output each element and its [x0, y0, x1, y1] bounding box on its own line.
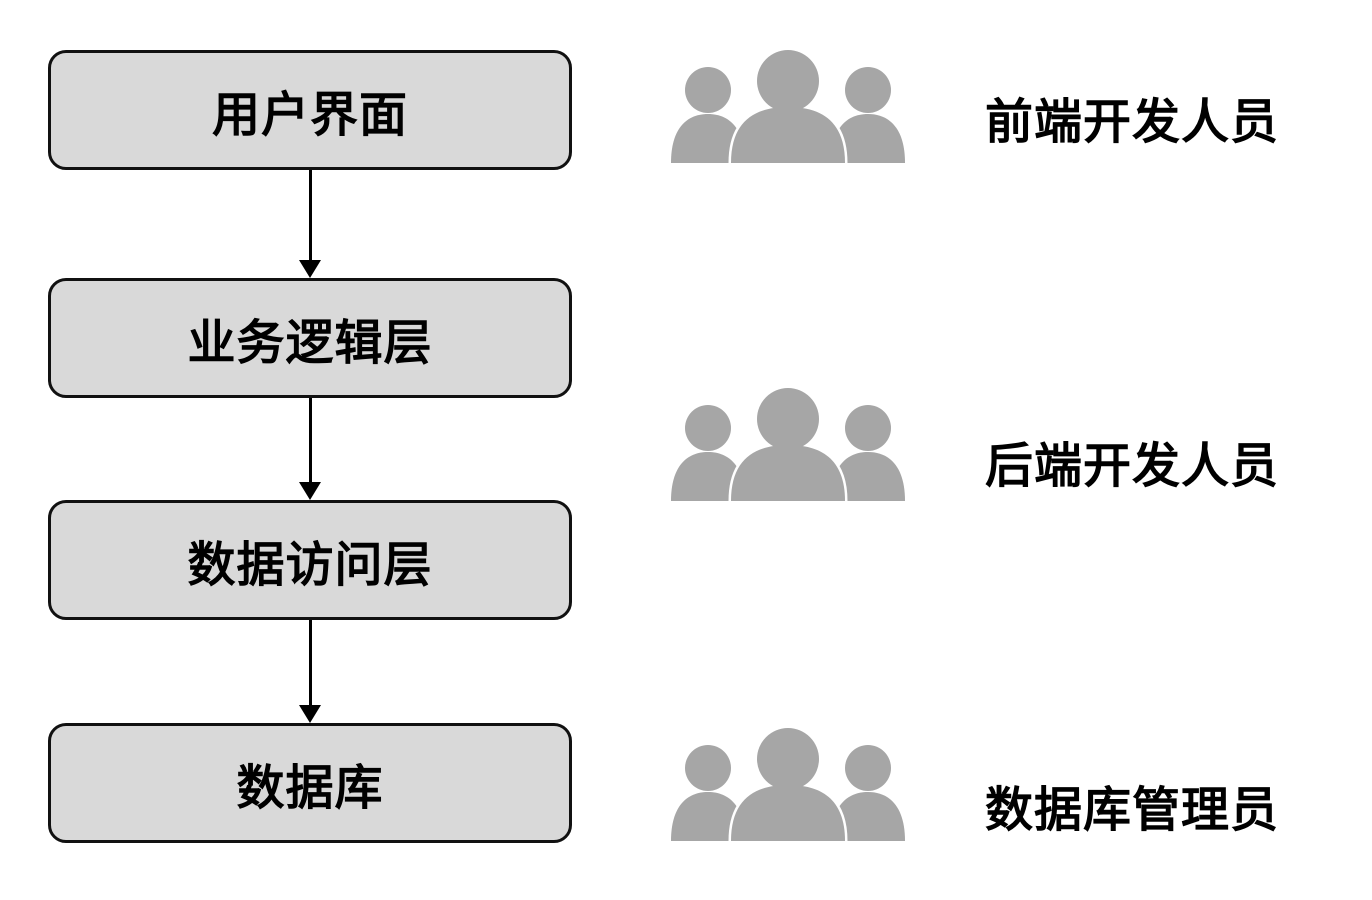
- layer-box-data-access: 数据访问层: [48, 500, 572, 620]
- arrow-shaft: [308, 398, 312, 482]
- arrow-head: [299, 705, 321, 723]
- layer-box-business-logic: 业务逻辑层: [48, 278, 572, 398]
- arrow-down-icon: [298, 620, 322, 723]
- people-group-icon: [671, 728, 905, 844]
- role-label-dba: 数据库管理员: [985, 784, 1280, 837]
- layer-label: 用户界面: [211, 89, 408, 142]
- layer-label: 数据访问层: [187, 539, 433, 592]
- role-label-frontend: 前端开发人员: [985, 96, 1280, 149]
- arrow-head: [299, 260, 321, 278]
- arrow-shaft: [308, 620, 312, 705]
- layer-box-database: 数据库: [48, 723, 572, 843]
- arrow-shaft: [308, 170, 312, 260]
- role-label-backend: 后端开发人员: [985, 440, 1280, 493]
- people-group-icon: [671, 388, 905, 504]
- layer-box-user-interface: 用户界面: [48, 50, 572, 170]
- arrow-head: [299, 482, 321, 500]
- arrow-down-icon: [298, 170, 322, 278]
- layer-label: 业务逻辑层: [187, 317, 433, 370]
- arrow-down-icon: [298, 398, 322, 500]
- people-group-icon: [671, 50, 905, 166]
- layer-label: 数据库: [236, 762, 384, 815]
